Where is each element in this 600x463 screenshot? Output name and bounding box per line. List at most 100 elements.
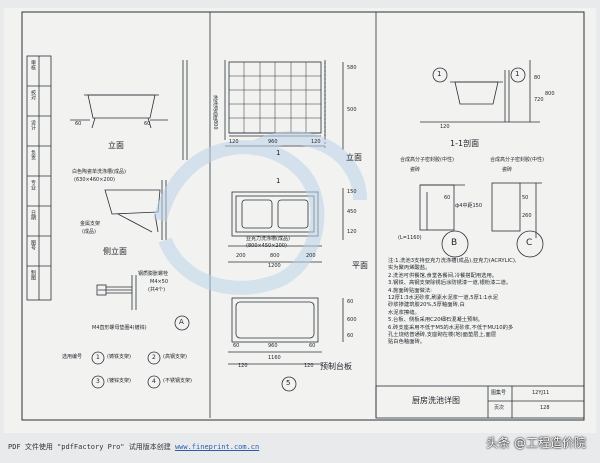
callout-c: C xyxy=(526,238,533,248)
note-line: 2.洗池可供餐馆,食堂各餐间,冷餐搭配用选用。 xyxy=(388,272,498,279)
title-block-title: 厨房洗池详图 xyxy=(412,396,460,405)
dim-1200: 1200 xyxy=(268,263,281,269)
note-line: 孔土烧结普通砖,支座砌在楼(地)面垫层上,面层 xyxy=(388,332,497,339)
note-line: 12厚1:3水泥砂浆,刷素水泥浆一道,5厚1:1水泥 xyxy=(388,295,498,302)
callout-b: B xyxy=(451,238,458,248)
stamp-cell-3: 负责 xyxy=(30,150,36,160)
dim-1160: 1160 xyxy=(268,355,281,361)
dim-60f: 60 xyxy=(347,333,354,339)
footer-link[interactable]: www.fineprint.com.cn xyxy=(174,443,260,451)
callout-1a: 1 xyxy=(276,149,281,157)
dim-60g: 60 xyxy=(444,195,451,201)
stamp-cell-2: 设计 xyxy=(30,120,36,130)
label-composite-left: 合成高分子密封胶(中性) xyxy=(400,157,454,163)
dim-450: 450 xyxy=(347,209,357,215)
dim-120b: 120 xyxy=(311,139,321,145)
footer-text: PDF 文件使用 "pdfFactory Pro" 试用版本创建 xyxy=(8,443,175,451)
callout-1c: 1 xyxy=(437,70,442,78)
label-m4-washer: M4直形螺母垫圈4(镀锌) xyxy=(92,325,147,331)
callout-a: A xyxy=(179,318,184,326)
dim-960: 960 xyxy=(268,139,278,145)
dim-120a: 120 xyxy=(229,139,239,145)
page-value: 128 xyxy=(540,405,550,411)
label-opt3: (镀锌支架) xyxy=(107,378,131,384)
dim-60e: 60 xyxy=(347,299,354,305)
stamp-cell-7: 制图 xyxy=(30,270,36,280)
atlas-value: 12YJ11 xyxy=(532,390,550,396)
page-label: 页次 xyxy=(494,405,505,411)
note-line: 贴白色釉面砖。 xyxy=(388,339,426,346)
dim-60a: 60 xyxy=(75,121,82,127)
label-bolt-spec: M4×50 xyxy=(150,279,169,285)
label-metal-bracket-sub: (成品) xyxy=(82,229,96,235)
stamp-cell-4: 专业 xyxy=(30,180,36,190)
dim-120f: 120 xyxy=(440,124,450,130)
callout-n3: 3 xyxy=(96,378,100,385)
dim-80: 80 xyxy=(534,75,541,81)
label-composite-right: 合成高分子密封胶(中性) xyxy=(490,157,544,163)
label-bolt-count: (共4个) xyxy=(148,287,166,293)
dim-50: 50 xyxy=(522,195,529,201)
label-tile-right: 瓷砖 xyxy=(502,167,513,173)
label-bar-spec: ф4中距150 xyxy=(455,203,482,209)
stamp-cell-0: 审核 xyxy=(30,60,36,70)
stamp-cell-5: 日期 xyxy=(30,210,36,220)
label-opt4: (不锈钢支架) xyxy=(163,378,192,384)
label-acrylic-sink: 亚克力洗涤槽(成品) xyxy=(246,236,290,242)
note-line: 4.施面砖贴面做法: xyxy=(388,287,432,294)
dim-120e: 120 xyxy=(347,229,357,235)
note-line: 3.钢铁、高钢支架除锈后涂防锈漆一道,银粉漆二道。 xyxy=(388,280,512,287)
atlas-label: 图集号 xyxy=(491,390,507,396)
label-expansion-bolt: 钢质膨胀螺栓 xyxy=(138,271,169,277)
dim-960b: 960 xyxy=(268,343,278,349)
label-ceramic-sink: 白色陶瓷单洗涤槽(成品) xyxy=(72,169,126,175)
label-cabinet-height: 洗涤池高度800 xyxy=(212,95,218,130)
dim-150: 150 xyxy=(347,189,357,195)
callout-n4: 4 xyxy=(152,378,156,385)
dim-200b: 200 xyxy=(306,253,316,259)
dim-800: 800 xyxy=(270,253,280,259)
pdf-footer: PDF 文件使用 "pdfFactory Pro" 试用版本创建 www.fin… xyxy=(8,442,259,452)
notes-block: 注:1.洗池3支持亚克力洗涤槽(成品),亚克力(ACRYLIC), 实为聚丙烯酸… xyxy=(388,258,578,347)
label-opt2: (高钢支架) xyxy=(163,354,187,360)
dim-260: 260 xyxy=(522,213,532,219)
dim-600: 600 xyxy=(347,317,357,323)
view-elevation2: 立面 xyxy=(346,153,362,162)
dim-120c: 120 xyxy=(238,363,248,369)
dim-120d: 120 xyxy=(304,363,314,369)
view-section-11: 1-1剖面 xyxy=(450,139,480,148)
note-line: 6.砖支座采用不低于M5的水泥砂浆,不低于MU10的多 xyxy=(388,324,514,331)
dim-60c: 60 xyxy=(233,343,240,349)
callout-n1: 1 xyxy=(96,354,100,361)
label-length-note: (L=1160) xyxy=(398,235,422,241)
label-metal-bracket: 金属支架 xyxy=(80,221,101,227)
dim-60d: 60 xyxy=(309,343,316,349)
note-line: 5.台板、侧板采用C20细石混凝土预制。 xyxy=(388,317,483,324)
view-plan: 平面 xyxy=(352,261,368,270)
note-line: 水泥浆擦缝。 xyxy=(388,309,420,316)
callout-n5: 5 xyxy=(286,379,291,387)
note-line: 砂浆掺建筑胶20%,5厚釉面砖,白 xyxy=(388,302,465,309)
dim-800b: 800 xyxy=(545,91,555,97)
dim-200a: 200 xyxy=(236,253,246,259)
note-line: 实为聚丙烯酸盐。 xyxy=(388,265,431,272)
view-precast-board: 预制台板 xyxy=(320,362,352,371)
label-tile-left: 瓷砖 xyxy=(410,167,421,173)
dim-60b: 60 xyxy=(144,121,151,127)
label-acrylic-sink-size: (800×450×200) xyxy=(246,243,287,249)
dim-580: 580 xyxy=(347,65,357,71)
note-line: 注:1.洗池3支持亚克力洗涤槽(成品),亚克力(ACRYLIC), xyxy=(388,258,517,264)
view-side-elevation: 侧立面 xyxy=(103,247,127,256)
label-opt1: (铸铁支架) xyxy=(107,354,131,360)
dim-500: 500 xyxy=(347,107,357,113)
stamp-cell-1: 校对 xyxy=(30,90,36,100)
callout-1d: 1 xyxy=(515,70,520,78)
label-select-a: 选用编号 xyxy=(62,354,83,360)
callout-n2: 2 xyxy=(152,354,156,361)
watermark: 头条 @工程造价院 xyxy=(486,436,586,450)
dim-720: 720 xyxy=(534,97,544,103)
callout-1b: 1 xyxy=(276,177,281,185)
stamp-cell-6: 图号 xyxy=(30,240,36,250)
label-ceramic-sink-size: (630×460×200) xyxy=(74,177,115,183)
